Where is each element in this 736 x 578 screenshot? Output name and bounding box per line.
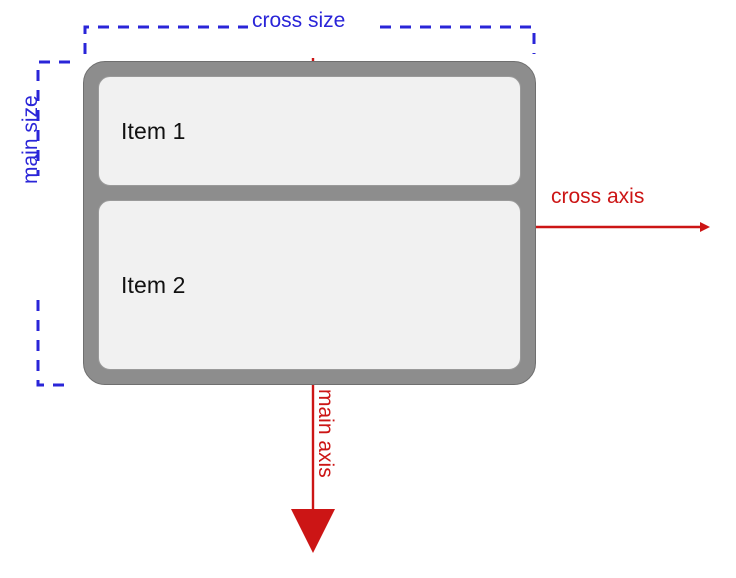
- flex-item-1-label: Item 1: [121, 117, 186, 144]
- cross-size-bracket: [83, 25, 536, 54]
- main-axis-label: main axis: [314, 389, 337, 478]
- main-size-bracket: [36, 60, 70, 387]
- flex-item-2-label: Item 2: [121, 271, 186, 298]
- flex-container: Item 1 Item 2: [83, 61, 536, 385]
- main-size-label: main size: [19, 95, 42, 184]
- flex-item-1: Item 1: [98, 76, 521, 186]
- cross-size-label: cross size: [252, 9, 346, 32]
- cross-axis-label: cross axis: [551, 185, 645, 208]
- flex-item-2: Item 2: [98, 200, 521, 370]
